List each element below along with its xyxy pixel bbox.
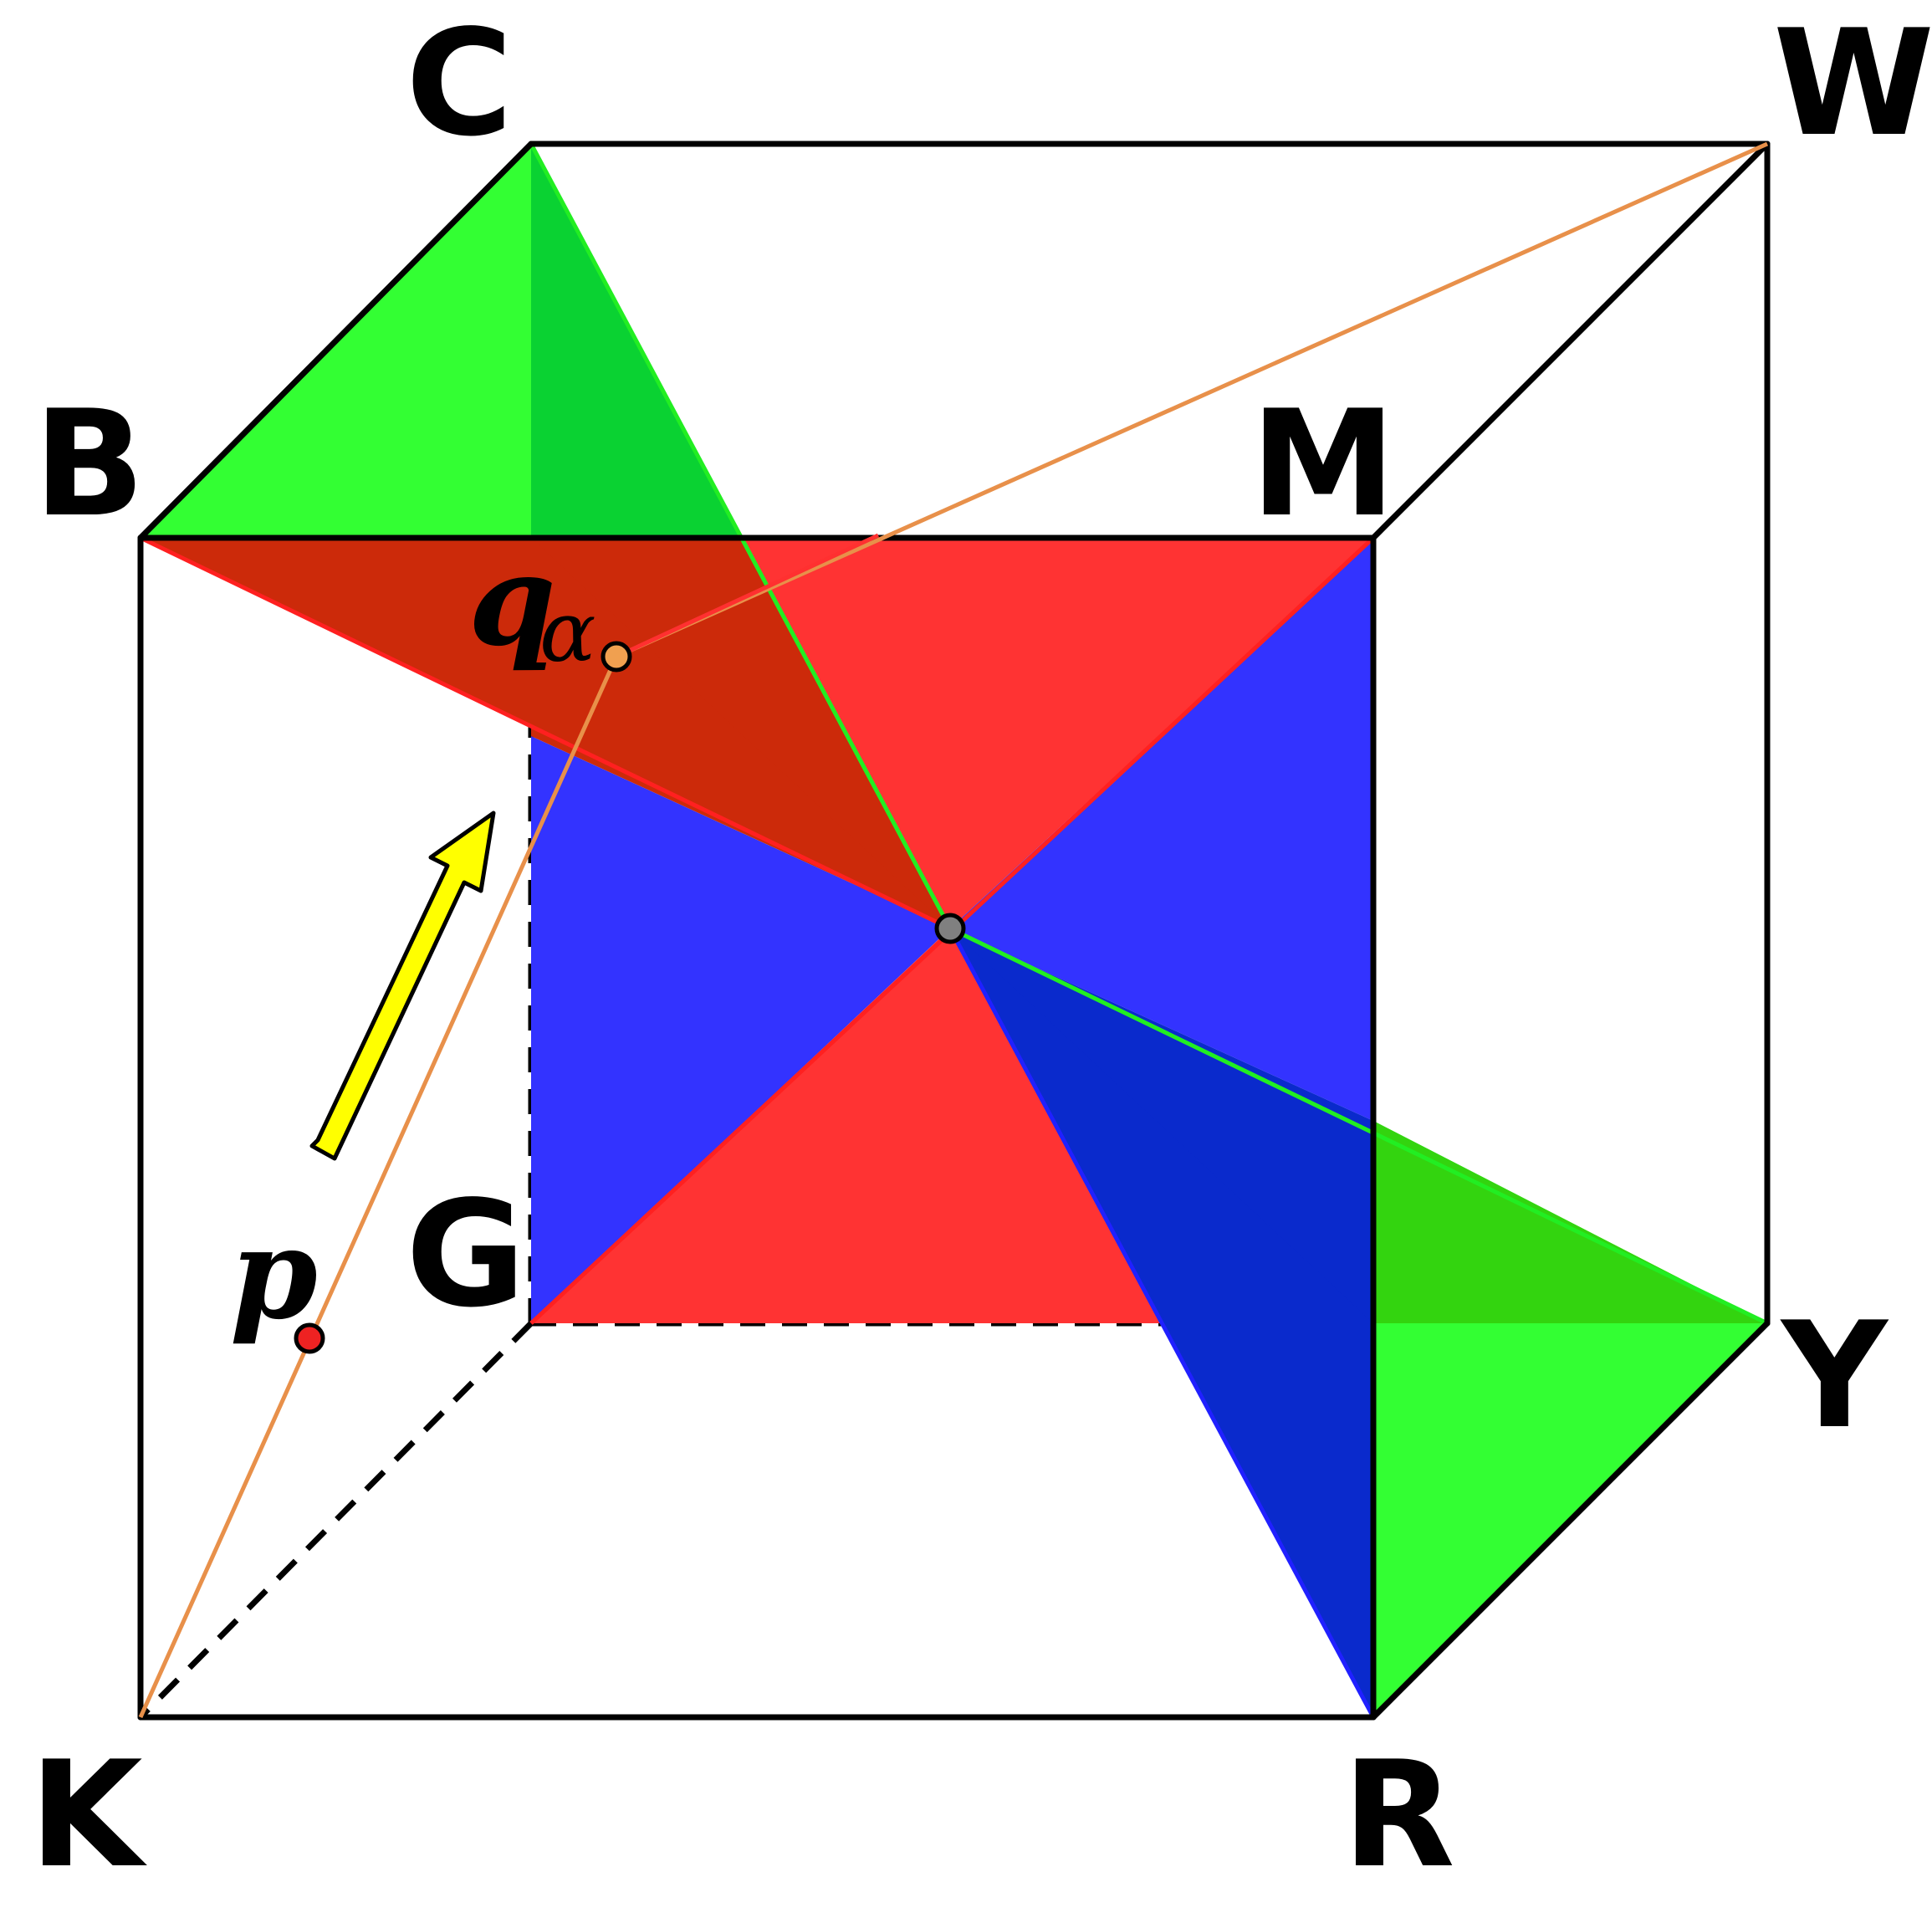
red-segment-q <box>615 533 880 659</box>
q-subscript-label: α <box>539 583 596 681</box>
orange-ray-K-q <box>138 655 619 1719</box>
blue-triangle-left <box>531 736 950 1323</box>
green-triangle-bottom-shade <box>1373 1121 1767 1323</box>
vertex-label-K: K <box>29 1731 147 1900</box>
vertex-label-C: C <box>406 0 513 169</box>
edge-R-Y <box>1370 1320 1771 1721</box>
vertex-label-M: M <box>1250 380 1396 550</box>
vertex-label-R: R <box>1342 1731 1455 1900</box>
orange-ray-q-W <box>615 141 1769 659</box>
p-point <box>294 1322 325 1354</box>
yellow-arrow-icon <box>309 811 496 1161</box>
q-label: q <box>468 527 556 674</box>
p-label: p <box>230 1200 318 1348</box>
visible-edges <box>137 141 1771 1721</box>
red-edge-B-center <box>139 535 952 931</box>
blue-edge-center-R <box>948 927 1376 1719</box>
blue-triangle-bottom-light <box>950 928 1373 1717</box>
vertex-label-W: W <box>1773 0 1932 169</box>
red-triangle-bottom <box>531 928 1167 1323</box>
blue-triangle-right <box>950 538 1373 1121</box>
center-point <box>934 913 966 944</box>
q-alpha-point <box>601 641 632 673</box>
edge-W-M <box>1370 141 1771 541</box>
vertex-label-Y: Y <box>1780 1291 1889 1461</box>
blue-edge-center-Y <box>948 926 1769 1326</box>
edge-C-B <box>137 141 534 541</box>
vertex-label-G: G <box>406 1170 526 1340</box>
vertex-label-B: B <box>33 380 145 550</box>
edge-G-K <box>138 1321 534 1720</box>
red-over-blue <box>531 538 950 928</box>
